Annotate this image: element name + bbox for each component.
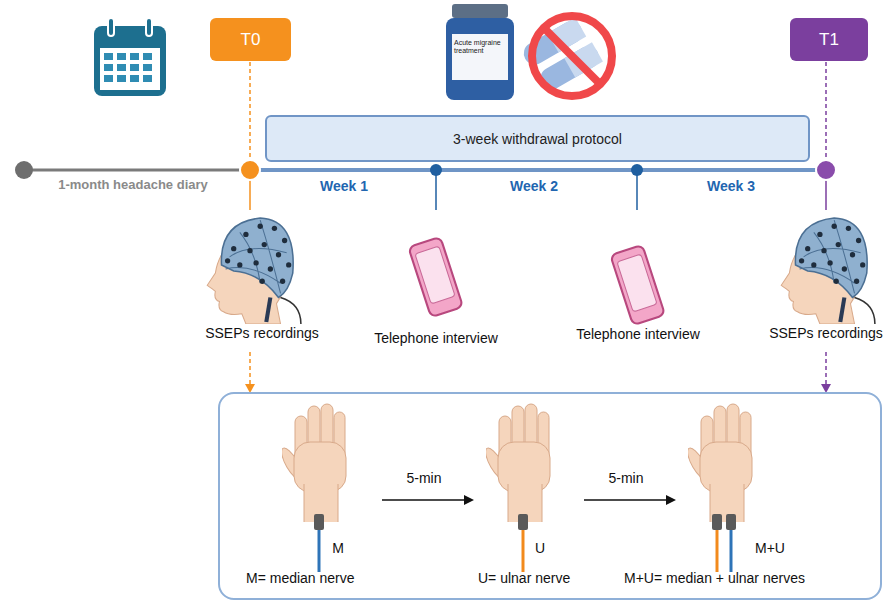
nerve-label: M <box>332 540 344 556</box>
interview-label: Telephone interview <box>374 330 498 346</box>
cable <box>318 530 321 572</box>
nerve-label: U <box>535 540 545 556</box>
arrowhead <box>464 495 474 505</box>
eeg-head <box>207 218 301 324</box>
node-text: T0 <box>241 30 261 50</box>
node-text: M= median nerve <box>246 570 355 586</box>
nerve-label: M+U <box>755 540 785 556</box>
timeline <box>250 168 826 172</box>
interval-label: 5-min <box>608 470 643 486</box>
interval-label: 5-min <box>406 470 441 486</box>
cable <box>522 530 525 572</box>
t1-dot <box>816 160 836 180</box>
timepoint-box: T0 <box>210 18 291 61</box>
node-text: 3-week withdrawal protocol <box>453 131 622 147</box>
node-text: U= ulnar nerve <box>478 570 570 586</box>
dashed-line <box>825 180 827 210</box>
timeline <box>24 169 250 172</box>
week-label: Week 2 <box>510 178 558 194</box>
tick-dot <box>631 164 643 176</box>
start-dot <box>15 161 33 179</box>
interview-label: Telephone interview <box>576 326 700 342</box>
recording-label: SSEPs recordings <box>205 325 319 341</box>
dashed-line <box>249 62 251 160</box>
timepoint-box: T1 <box>790 18 868 61</box>
cable <box>716 530 719 572</box>
period-label: 1-month headache diary <box>58 177 208 192</box>
bottle-label: Acute migraine treatment <box>454 39 506 55</box>
electrode <box>712 514 722 530</box>
hand <box>684 404 752 522</box>
protocol-band: 3-week withdrawal protocol <box>265 115 810 162</box>
no-pills-sign <box>520 16 612 96</box>
dashed-line <box>249 180 251 210</box>
week-label: Week 3 <box>707 178 755 194</box>
arrow <box>584 499 666 501</box>
cable <box>730 530 733 572</box>
arrowhead <box>666 495 676 505</box>
week-label: Week 1 <box>320 178 368 194</box>
recording-label: SSEPs recordings <box>769 325 883 341</box>
phone-icon <box>408 237 463 317</box>
t0-dot <box>240 160 260 180</box>
tick-dot <box>430 164 442 176</box>
calendar-icon <box>94 18 166 96</box>
phone-icon <box>610 245 665 325</box>
electrode <box>314 514 324 530</box>
stimulation-panel: M= median nerve U= ulnar nerve M+U= median… <box>218 392 882 600</box>
node-text: T1 <box>819 30 839 50</box>
arrow <box>382 499 464 501</box>
node-text: M+U= median + ulnar nerves <box>624 570 805 586</box>
electrode <box>518 514 528 530</box>
electrode <box>726 514 736 530</box>
dashed-line <box>825 62 827 160</box>
hand <box>482 404 550 522</box>
hand <box>278 404 346 522</box>
eeg-head <box>781 218 875 324</box>
medicine-bottle <box>446 4 514 100</box>
